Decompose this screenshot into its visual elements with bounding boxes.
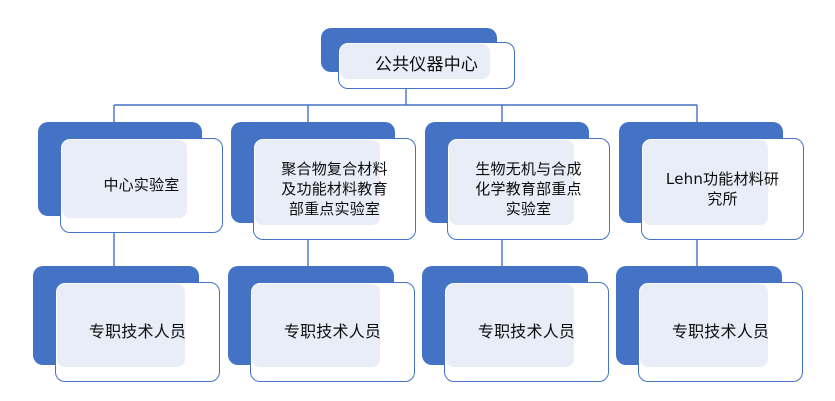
node-level2-4-label: Lehn功能材料研 究所 [665, 169, 780, 208]
node-level3-1[interactable]: 专职技术人员 [33, 266, 223, 386]
node-level3-3[interactable]: 专职技术人员 [422, 266, 612, 386]
node-level3-1-label: 专职技术人员 [88, 322, 187, 342]
node-level3-3-label: 专职技术人员 [477, 322, 576, 342]
node-level3-4[interactable]: 专职技术人员 [616, 266, 806, 386]
node-level3-4-label: 专职技术人员 [671, 322, 770, 342]
node-root[interactable]: 公共仪器中心 [321, 28, 516, 92]
node-level3-2-panel [252, 284, 380, 367]
node-level2-3-label: 生物无机与合成 化学教育部重点 实验室 [475, 159, 582, 219]
node-level2-3-panel [449, 140, 574, 225]
node-level3-2[interactable]: 专职技术人员 [228, 266, 418, 386]
node-level3-3-panel [446, 284, 574, 367]
node-level2-4-panel [643, 140, 768, 225]
node-root-panel [340, 44, 490, 79]
node-level3-1-panel [57, 284, 185, 367]
node-level2-1-label: 中心实验室 [103, 176, 180, 195]
node-level2-1-panel [62, 140, 187, 218]
node-level3-2-label: 专职技术人员 [283, 322, 382, 342]
node-level2-2[interactable]: 聚合物复合材料 及功能材料教育 部重点实验室 [231, 122, 416, 244]
node-level2-2-label: 聚合物复合材料 及功能材料教育 部重点实验室 [281, 159, 388, 219]
node-root-label: 公共仪器中心 [374, 55, 479, 76]
node-level2-2-panel [255, 140, 380, 225]
node-level2-1[interactable]: 中心实验室 [38, 122, 223, 237]
node-level3-4-panel [640, 284, 768, 367]
node-level2-4[interactable]: Lehn功能材料研 究所 [619, 122, 804, 244]
node-level2-3[interactable]: 生物无机与合成 化学教育部重点 实验室 [425, 122, 610, 244]
